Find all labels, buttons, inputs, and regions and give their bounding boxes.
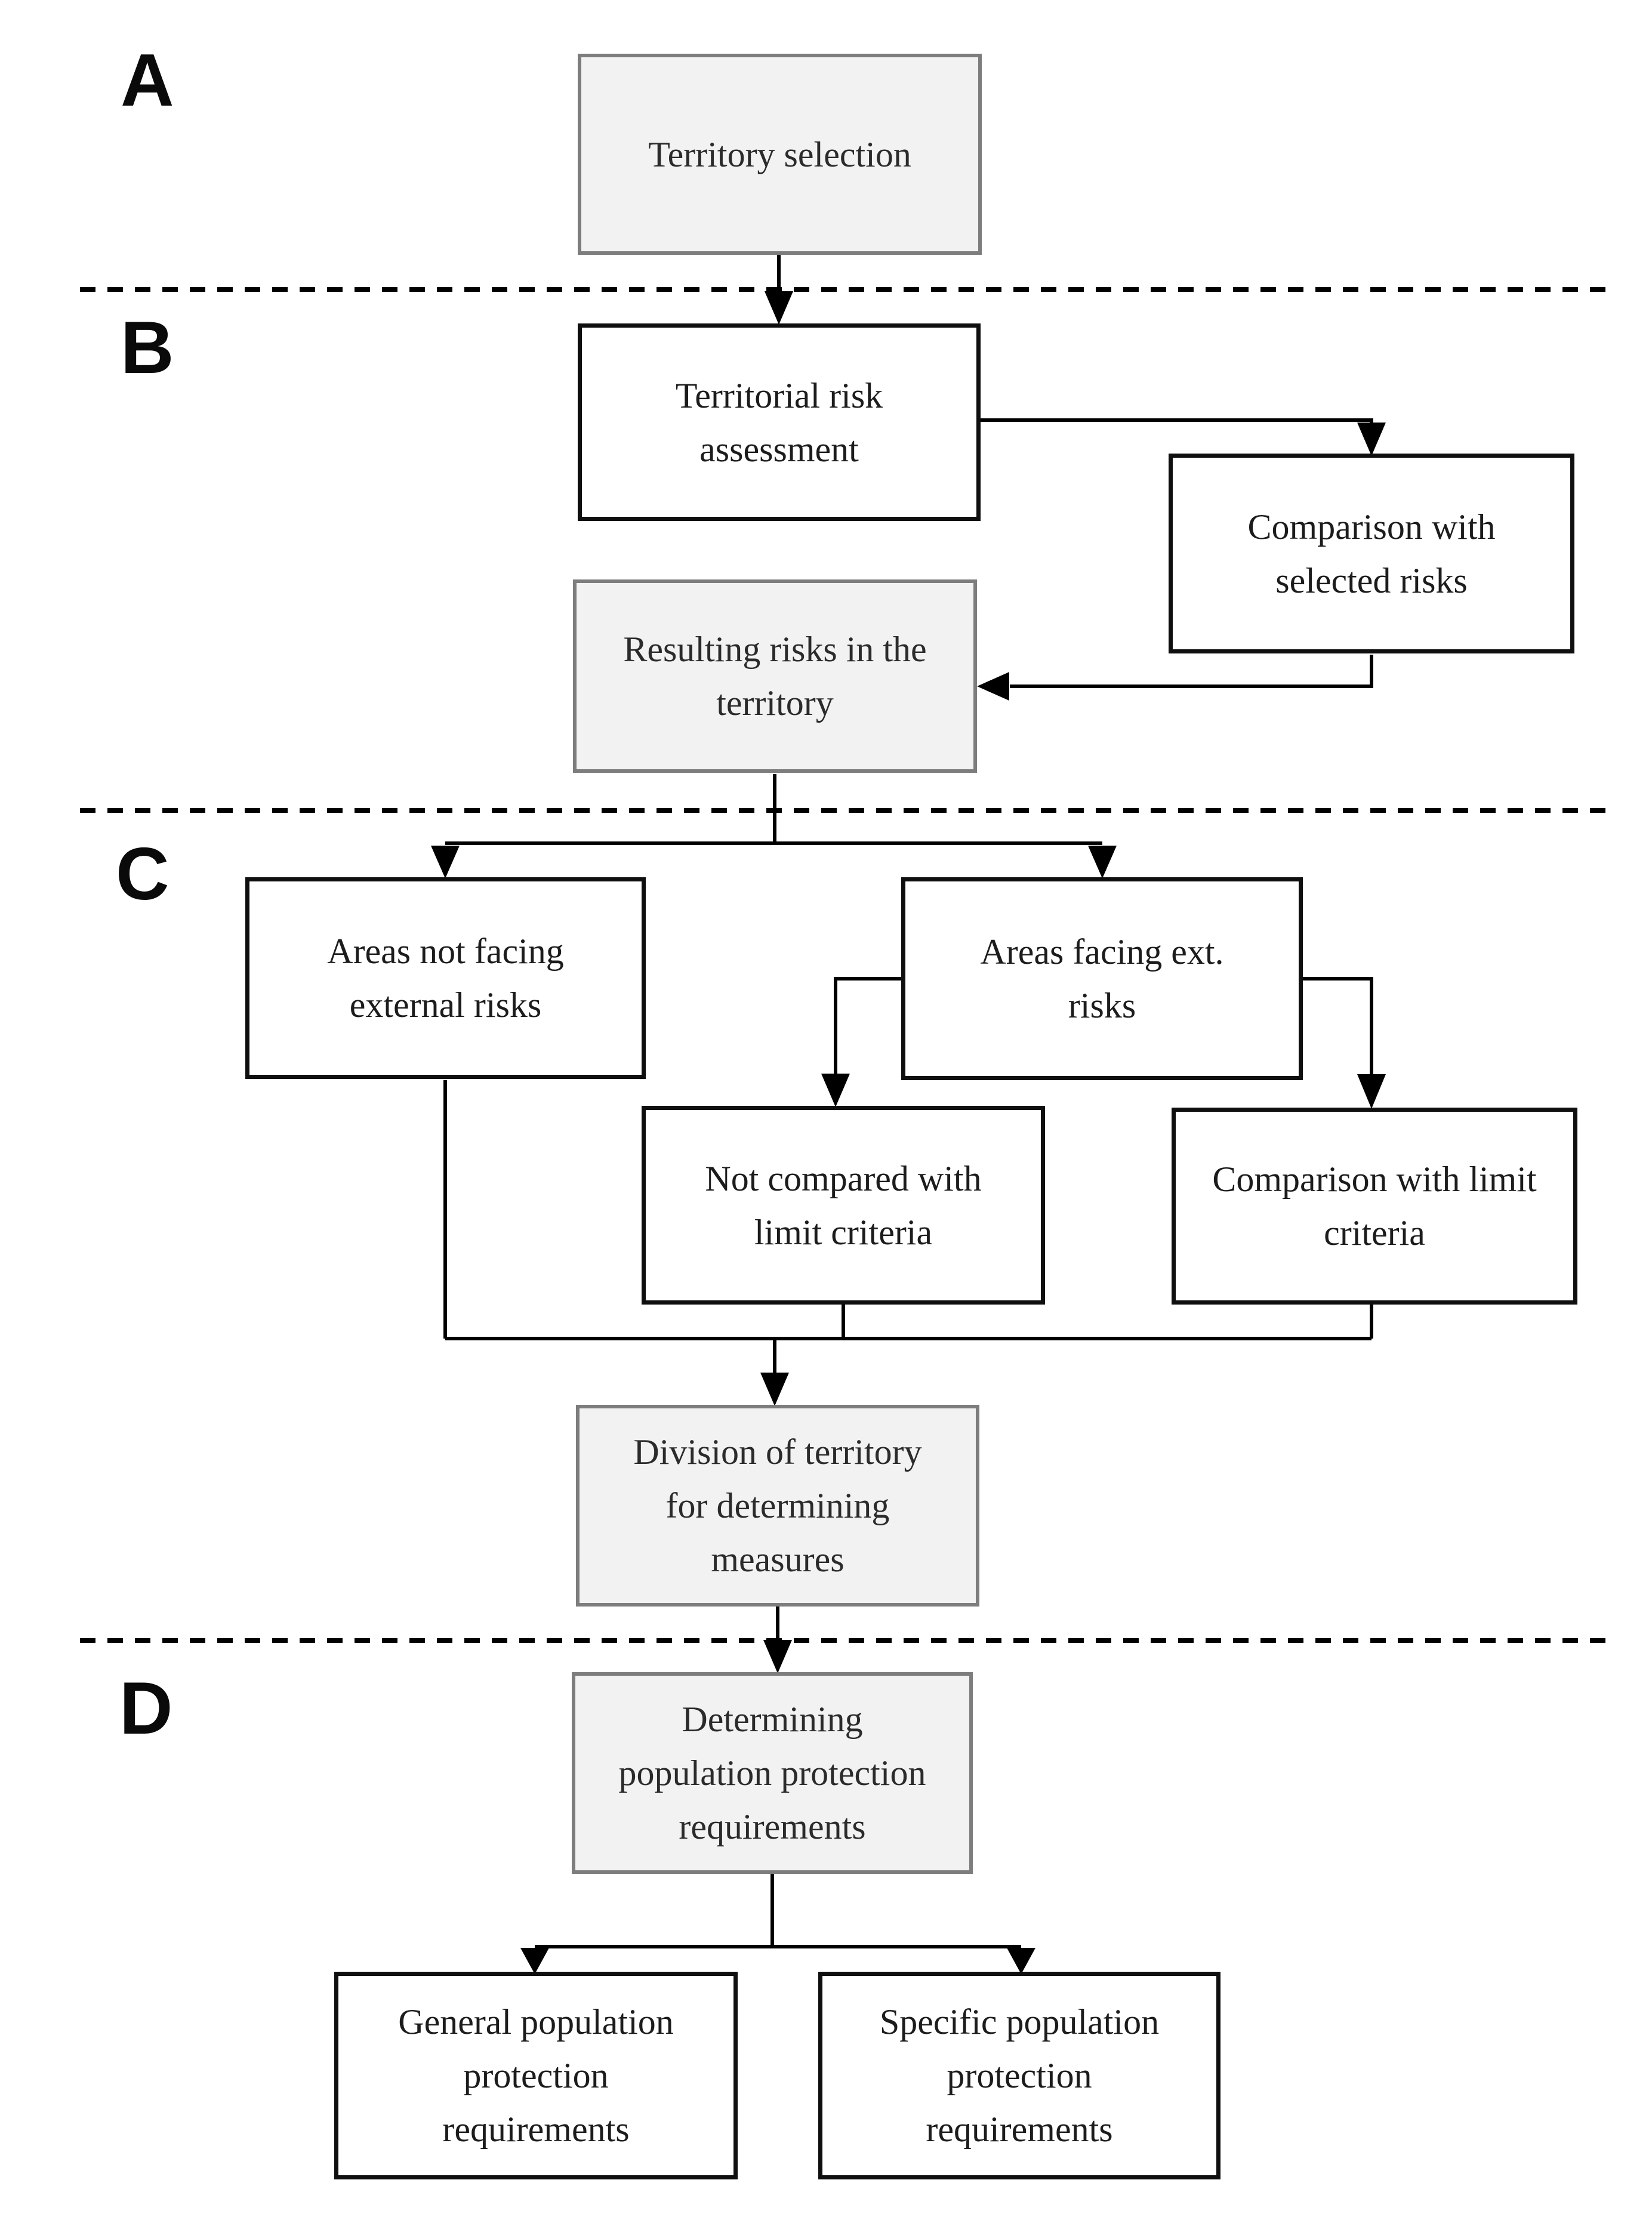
section-label-a: A: [121, 39, 174, 122]
box-general-requirements: General population protection requiremen…: [334, 1972, 738, 2179]
arrowhead-territory-to-assessment: [765, 291, 793, 325]
arrowhead-branch-to-specific: [1007, 1948, 1035, 1974]
box-division-of-territory: Division of territory for determining me…: [576, 1405, 979, 1607]
arrow-areas-facing-to-comparison-limit: [1301, 977, 1373, 1075]
box-resulting-risks-label: Resulting risks in the territory: [623, 630, 927, 723]
box-comparison-limit-label: Comparison with limit criteria: [1212, 1160, 1537, 1253]
section-label-b: B: [121, 307, 174, 389]
box-comparison-selected-risks: Comparison with selected risks: [1169, 454, 1574, 653]
box-not-compared: Not compared with limit criteria: [642, 1106, 1045, 1305]
box-territorial-risk-assessment-label: Territorial risk assessment: [675, 375, 883, 469]
box-areas-facing: Areas facing ext. risks: [901, 877, 1303, 1080]
arrowhead-areas-facing-to-not-compared: [821, 1074, 850, 1107]
arrow-comparison-to-resulting: [1010, 655, 1373, 688]
box-comparison-limit: Comparison with limit criteria: [1172, 1108, 1577, 1305]
arrow-assessment-to-comparison: [981, 418, 1373, 425]
arrowhead-branch-to-areas-not-facing: [431, 846, 460, 878]
box-territory-selection-label: Territory selection: [648, 134, 911, 174]
box-resulting-risks: Resulting risks in the territory: [573, 579, 977, 773]
box-specific-requirements-label: Specific population protection requireme…: [879, 2002, 1160, 2149]
section-label-d: D: [119, 1667, 173, 1750]
box-areas-facing-label: Areas facing ext. risks: [980, 932, 1224, 1025]
section-label-c: C: [116, 833, 169, 915]
box-comparison-selected-risks-label: Comparison with selected risks: [1247, 507, 1496, 600]
box-division-of-territory-label: Division of territory for determining me…: [633, 1432, 922, 1579]
box-not-compared-label: Not compared with limit criteria: [705, 1158, 982, 1252]
arrowhead-assessment-to-comparison: [1357, 423, 1386, 456]
box-territorial-risk-assessment: Territorial risk assessment: [578, 323, 981, 521]
arrowhead-branch-to-areas-facing: [1088, 846, 1117, 878]
box-areas-not-facing: Areas not facing external risks: [245, 877, 646, 1079]
arrowhead-branch-to-general: [520, 1948, 549, 1974]
arrowhead-comparison-to-resulting: [977, 672, 1009, 701]
arrowhead-division-to-determining: [763, 1640, 792, 1673]
box-determining-requirements-label: Determining population protection requir…: [618, 1700, 926, 1846]
box-specific-requirements: Specific population protection requireme…: [818, 1972, 1220, 2179]
box-territory-selection: Territory selection: [578, 54, 982, 255]
box-determining-requirements: Determining population protection requir…: [572, 1672, 973, 1874]
arrow-areas-facing-to-not-compared: [834, 977, 903, 1075]
arrowhead-collector-to-division: [760, 1373, 789, 1406]
box-areas-not-facing-label: Areas not facing external risks: [327, 932, 564, 1025]
box-general-requirements-label: General population protection requiremen…: [398, 2002, 674, 2149]
arrowhead-areas-facing-to-comparison-limit: [1357, 1074, 1386, 1109]
